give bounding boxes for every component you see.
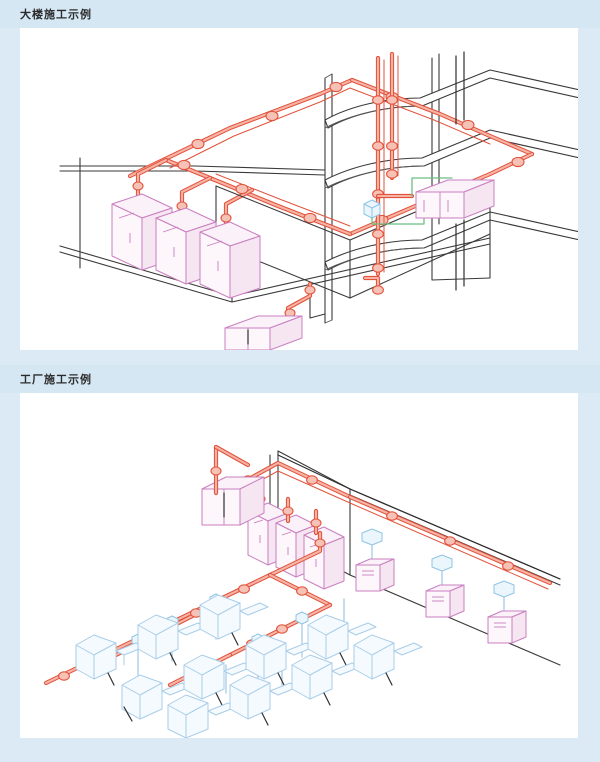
factory-installation-diagram — [43, 445, 561, 739]
factory-machine — [167, 694, 237, 739]
factory-machine-group — [75, 594, 423, 739]
inline-valve — [363, 199, 381, 219]
factory-machine — [121, 674, 191, 722]
factory-machine — [307, 614, 377, 666]
wall-mounted-box — [355, 528, 395, 592]
factory-machine — [199, 594, 269, 646]
floor-cabinet-group — [111, 193, 261, 299]
page-title-building: 大楼施工示例 — [0, 0, 600, 29]
building-installation-diagram — [59, 51, 578, 351]
diagram-panel-building — [20, 28, 578, 351]
lower-wall-sliver — [431, 227, 491, 281]
wall-pipe-run — [213, 454, 561, 590]
factory-machine — [291, 654, 361, 706]
roof-loop-piping — [127, 78, 535, 237]
wall-mounted-box — [487, 580, 527, 644]
ground-cabinet-unit — [224, 315, 303, 351]
floor-cabinet-unit — [199, 221, 261, 299]
riser-pipe-group — [362, 52, 415, 295]
floor-slab-lower — [324, 211, 578, 271]
factory-machine — [183, 654, 253, 706]
tank-unit — [201, 445, 265, 526]
wall-mounted-box-group — [355, 528, 527, 644]
section-building: 大楼施工示例 — [0, 0, 600, 351]
factory-machine — [353, 634, 423, 686]
page-title-factory: 工厂施工示例 — [0, 365, 600, 394]
floor-slab-middle — [324, 129, 578, 189]
factory-machine — [245, 634, 315, 686]
factory-machine — [137, 614, 207, 666]
floor-slab-upper — [324, 69, 578, 129]
wall-mounted-box — [425, 554, 465, 618]
factory-machine — [75, 634, 145, 686]
diagram-panel-factory — [20, 393, 578, 739]
factory-machine — [229, 674, 299, 726]
section-factory: 工厂施工示例 — [0, 365, 600, 739]
wall-cabinet-pair — [415, 179, 495, 219]
